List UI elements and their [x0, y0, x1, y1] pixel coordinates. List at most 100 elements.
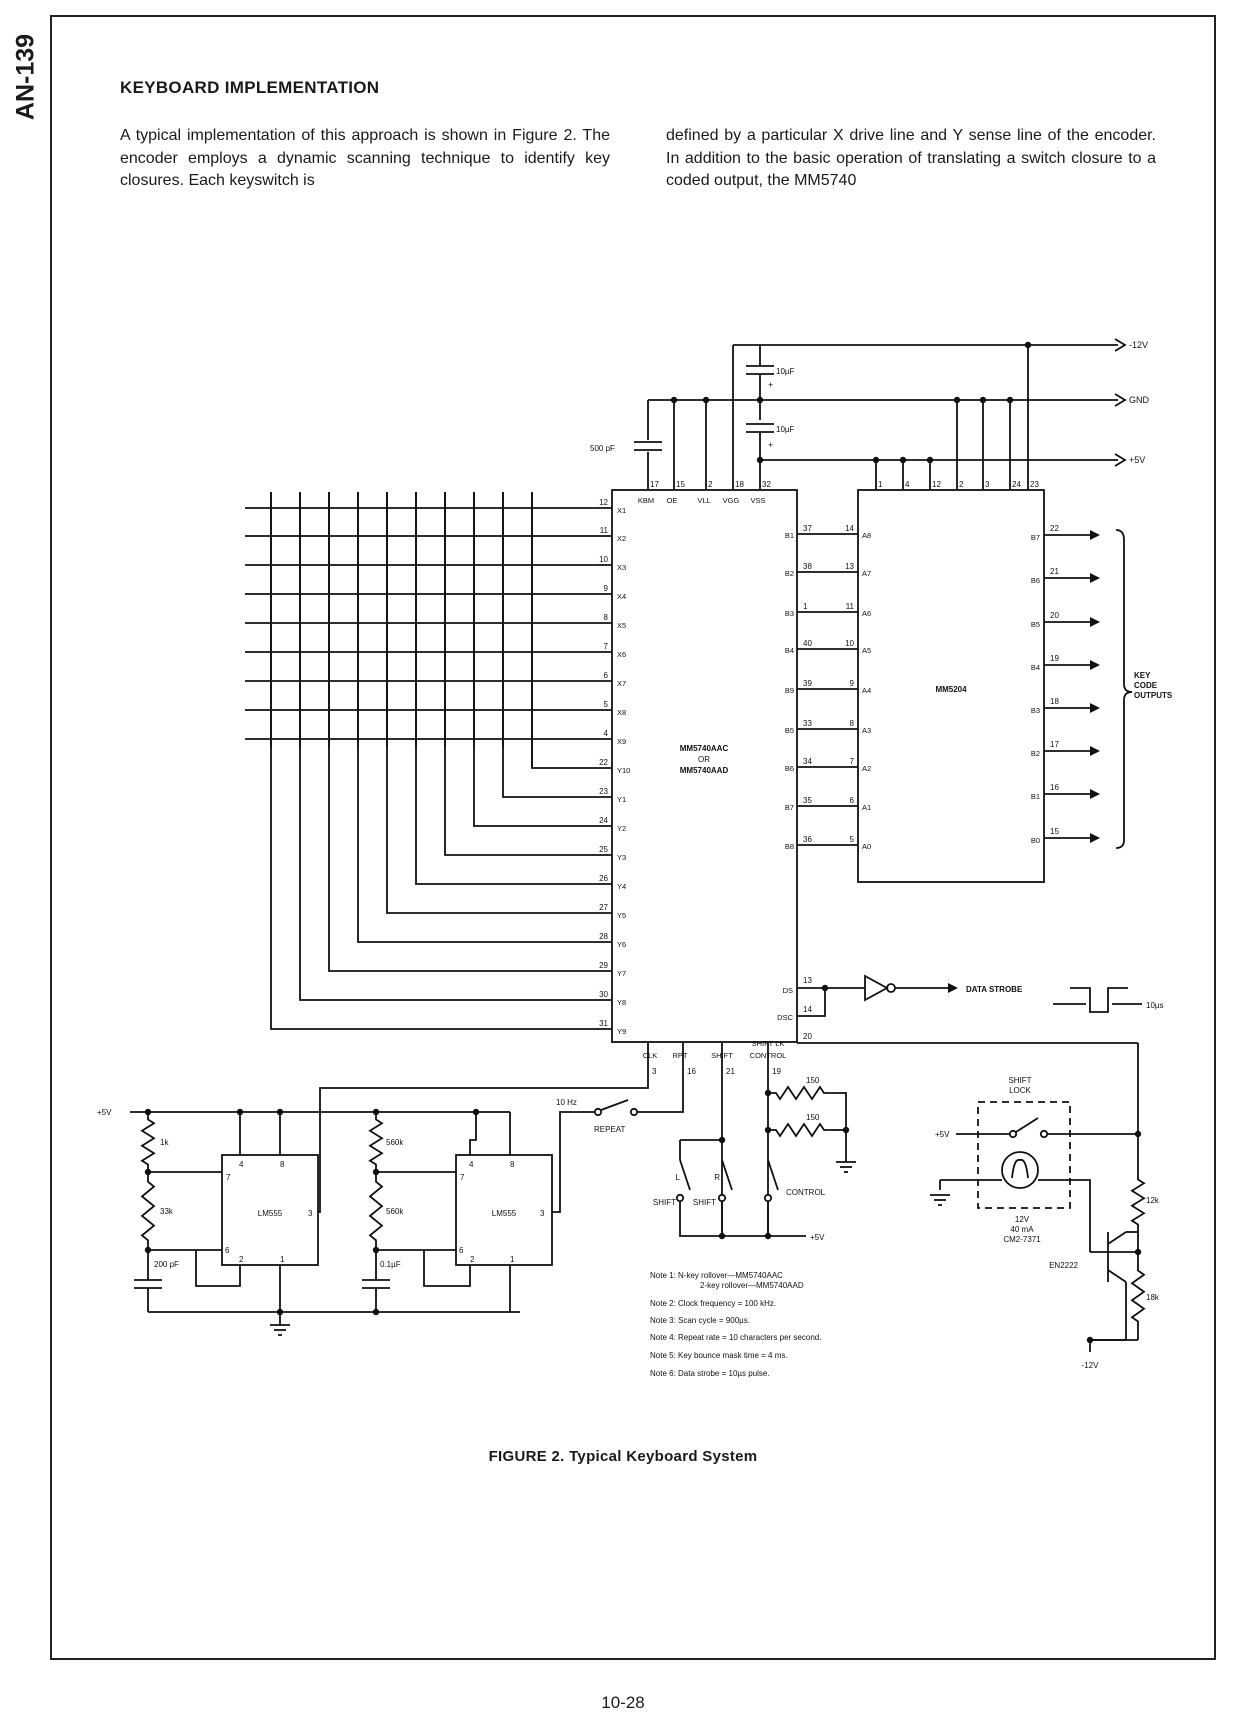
schematic-label: A8	[862, 531, 871, 540]
junction-dot	[1024, 341, 1032, 349]
inverter-icon	[864, 974, 889, 1002]
page-border	[50, 15, 1216, 1660]
schematic-label: 10µF	[776, 425, 795, 434]
schematic-label: 560k	[386, 1207, 404, 1216]
junction-dot	[756, 396, 764, 404]
schematic-label: 15	[1050, 827, 1059, 836]
repeat-line	[552, 1111, 594, 1213]
schematic-label: 33	[803, 719, 812, 728]
arrow-icon	[1090, 617, 1100, 627]
brace	[1115, 529, 1133, 849]
schematic-label: B7	[1031, 533, 1040, 542]
schematic-label: SHIFT	[693, 1198, 716, 1207]
rom-chip	[857, 489, 1045, 883]
schematic-label: CLK	[643, 1051, 658, 1060]
schematic-label: -12V	[1082, 1361, 1100, 1370]
schematic-label: 34	[803, 757, 812, 766]
wire	[444, 492, 612, 856]
arrow-icon	[948, 983, 958, 993]
junction-dot	[372, 1308, 380, 1316]
schematic-label: 3	[540, 1209, 545, 1218]
figure-caption: FIGURE 2. Typical Keyboard System	[488, 1448, 758, 1465]
schematic-label: EN2222	[1049, 1261, 1078, 1270]
wire	[386, 492, 612, 914]
arrow-icon	[1090, 789, 1100, 799]
schematic-label: 10µs	[1146, 1001, 1164, 1010]
schematic-label: A7	[862, 569, 871, 578]
schematic-label: SHIFT	[1008, 1076, 1031, 1085]
junction-dot	[926, 456, 934, 464]
junction-dot	[702, 396, 710, 404]
schematic-label: A0	[862, 842, 871, 851]
schematic-label: 18	[1050, 697, 1059, 706]
schematic-label: DSC	[777, 1013, 793, 1022]
junction-dot	[953, 396, 961, 404]
schematic-label: 18k	[1146, 1293, 1160, 1302]
figure-note: Note 6: Data strobe = 10µs pulse.	[650, 1369, 770, 1378]
schematic-label: 27	[599, 903, 608, 912]
schematic-label: B1	[1031, 792, 1040, 801]
open-contact	[629, 1107, 639, 1117]
wire	[797, 988, 826, 1017]
encoder-chip	[611, 489, 798, 1043]
schematic-label: REPEAT	[594, 1125, 626, 1134]
junction-dot	[764, 1232, 772, 1240]
schematic-label: 11	[846, 602, 855, 611]
schematic-label: X1	[617, 506, 626, 515]
schematic-label: X6	[617, 650, 626, 659]
schematic-label: L	[676, 1173, 681, 1182]
schematic-label: 6	[459, 1246, 464, 1255]
wire	[423, 1250, 471, 1287]
lamp-filament	[1011, 1158, 1029, 1179]
schematic-label: X4	[617, 592, 626, 601]
clk-line	[318, 1043, 649, 1213]
schematic-label: Y2	[617, 824, 626, 833]
schematic-label: 23	[599, 787, 608, 796]
schematic-label: 10µF	[776, 367, 795, 376]
schematic-label: Y8	[617, 998, 626, 1007]
schematic-label: 9	[604, 584, 609, 593]
schematic-label: OUTPUTS	[1134, 691, 1173, 700]
schematic-label: 36	[803, 835, 812, 844]
schematic-label: 7	[604, 642, 609, 651]
schematic-label: +5V	[935, 1130, 950, 1139]
schematic-label: 8	[280, 1160, 285, 1169]
schematic-label: 7	[226, 1173, 231, 1182]
schematic-label: B1	[785, 531, 794, 540]
schematic-label: 25	[599, 845, 608, 854]
schematic-label: 14	[845, 524, 854, 533]
resistor-12k	[1130, 1172, 1146, 1232]
schematic-label: B4	[785, 646, 794, 655]
schematic-label: CONTROL	[786, 1188, 826, 1197]
schematic-label: B7	[785, 803, 794, 812]
schematic-label: 20	[803, 1032, 812, 1041]
schematic-label: B2	[785, 569, 794, 578]
schematic-label: 10	[599, 555, 608, 564]
schematic-label: +	[768, 380, 773, 390]
schematic-label: OR	[698, 755, 710, 764]
schematic-label: X8	[617, 708, 626, 717]
schematic-label: X7	[617, 679, 626, 688]
schematic-label: VGG	[723, 496, 740, 505]
body-text-left: A typical implementation of this approac…	[120, 127, 610, 189]
schematic-label: A2	[862, 764, 871, 773]
schematic-label: KBM	[638, 496, 654, 505]
wire	[469, 1112, 477, 1155]
page-number: 10-28	[601, 1693, 645, 1712]
wire	[270, 492, 612, 1030]
schematic-label: 2	[470, 1255, 475, 1264]
schematic-label: 2	[239, 1255, 244, 1264]
schematic-label: SHIFT	[653, 1198, 676, 1207]
schematic-label: 17	[1050, 740, 1059, 749]
schematic-label: 39	[803, 679, 812, 688]
schematic-label: 13	[803, 976, 812, 985]
schematic-label: B6	[1031, 576, 1040, 585]
schematic-label: X3	[617, 563, 626, 572]
junction-dot	[1006, 396, 1014, 404]
schematic-label: 3	[985, 480, 990, 489]
schematic-label: R	[714, 1173, 720, 1182]
open-contact	[593, 1107, 603, 1117]
schematic-label: 20	[1050, 611, 1059, 620]
junction-dot	[979, 396, 987, 404]
arrow-icon	[1090, 530, 1100, 540]
